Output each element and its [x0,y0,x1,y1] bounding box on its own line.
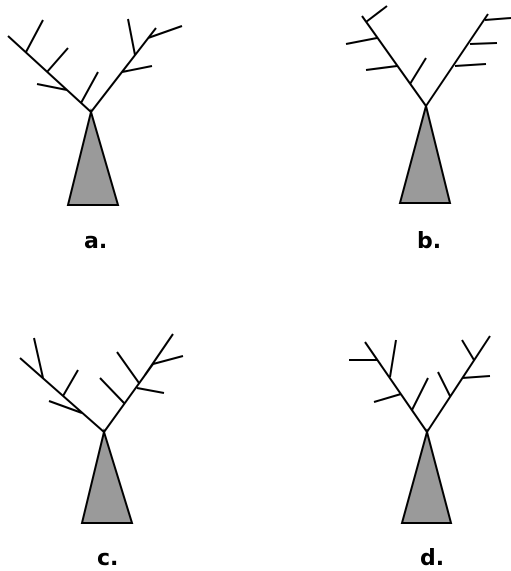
tree-a-right-twig-2 [128,19,135,55]
tree-d-left-branches [349,340,428,432]
tree-b-right-twig-3 [455,64,486,66]
tree-b-right-twig-2 [470,43,497,44]
tree-d-right-stem [427,336,490,432]
tree-d-left-twig-4 [412,378,428,410]
tree-option-b: b. [346,6,511,254]
tree-a-left-branches [8,20,98,112]
tree-d-trunk [402,432,451,523]
tree-b-left-twig-1 [366,6,387,22]
option-b-label: b. [417,229,441,254]
tree-a-left-twig-1 [26,20,43,52]
tree-d-left-stem [365,342,427,432]
tree-d-right-twig-2 [462,376,490,378]
tree-option-c: c. [20,334,183,571]
tree-d-right-twig-1 [462,340,474,360]
tree-option-a: a. [8,19,182,254]
tree-a-left-twig-4 [81,72,98,103]
tree-c-right-twig-5 [137,388,164,393]
tree-d-left-twig-3 [374,394,401,402]
tree-c-right-branches [100,334,183,432]
tree-b-right-twig-1 [485,18,511,20]
tree-d-right-branches [427,336,490,432]
tree-c-right-twig-2 [117,352,139,383]
tree-b-left-twig-2 [346,38,377,44]
tree-option-d: d. [349,336,490,571]
tree-b-right-stem [426,14,488,106]
tree-a-right-stem [91,28,156,112]
option-d-label: d. [420,546,444,571]
tree-c-right-twig-1 [100,378,124,403]
tree-b-trunk [400,106,450,203]
tree-a-left-stem [8,36,91,112]
tree-d-right-twig-3 [438,372,450,396]
tree-a-left-twig-2 [47,48,68,72]
tree-b-left-twig-4 [410,58,426,84]
tree-c-trunk [82,432,132,523]
tree-b-left-twig-3 [366,66,397,70]
tree-c-left-stem [20,358,104,432]
option-c-label: c. [97,546,118,571]
tree-c-right-twig-4 [145,334,173,375]
tree-b-left-stem [362,16,426,106]
tree-d-left-twig-2 [390,340,396,377]
tree-c-left-twig-2 [63,370,78,396]
tree-b-right-branches [426,14,511,106]
tree-b-left-branches [346,6,426,106]
tree-c-left-branches [20,338,104,432]
tree-a-trunk [68,112,118,205]
tree-a-right-branches [91,19,182,112]
option-a-label: a. [84,229,107,254]
